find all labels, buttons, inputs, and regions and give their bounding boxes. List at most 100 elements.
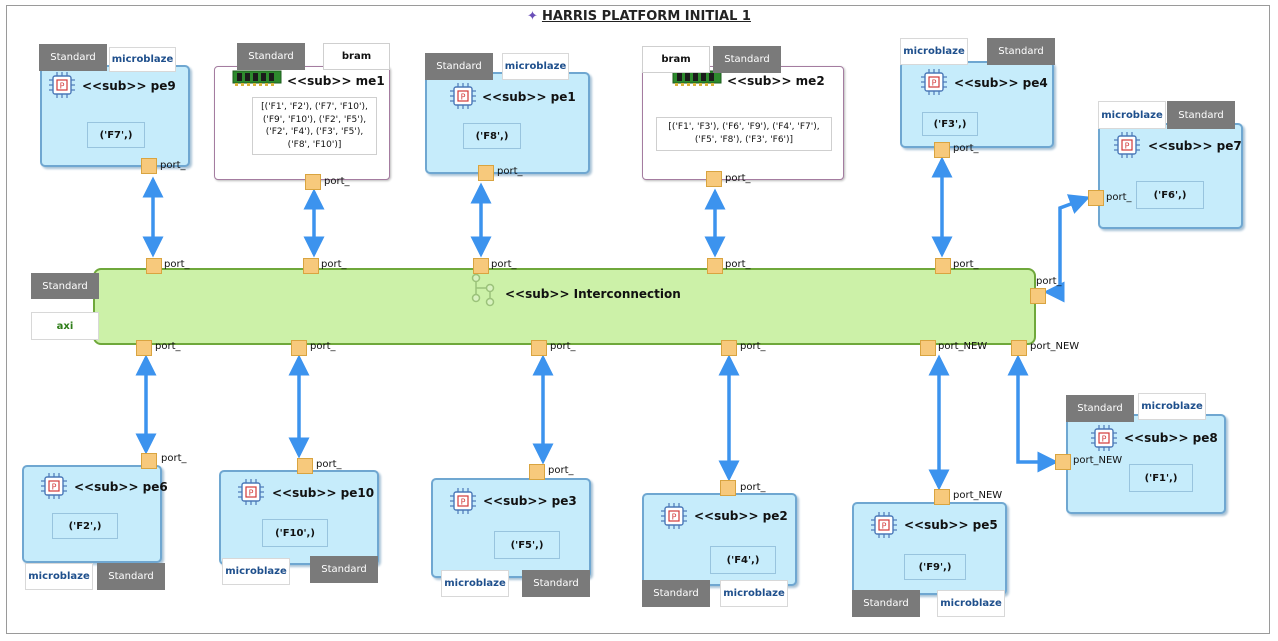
diagram-frame bbox=[6, 5, 1270, 634]
pe7-port[interactable] bbox=[1088, 190, 1104, 206]
pe3-function-list: ('F5',) bbox=[494, 531, 560, 559]
pe6-port-label: port_ bbox=[161, 453, 187, 464]
pe7-microblaze-tag: microblaze bbox=[1098, 101, 1166, 129]
processor-chip-icon: P bbox=[450, 83, 476, 109]
me2-mapping-line: ('F5', 'F8'), ('F3', 'F6')] bbox=[694, 134, 794, 145]
bus-port-top-1[interactable] bbox=[146, 258, 162, 274]
pe10-port[interactable] bbox=[297, 458, 313, 474]
me2-name: <<sub>> me2 bbox=[727, 74, 825, 88]
interconnection-axi-tag: axi bbox=[31, 312, 99, 340]
bus-port-label: port_ bbox=[310, 341, 336, 352]
me1-mapping-line: [('F1', 'F2'), ('F7', 'F10'), bbox=[261, 102, 368, 112]
me1-name: <<sub>> me1 bbox=[287, 74, 385, 88]
svg-text:P: P bbox=[1102, 435, 1107, 444]
pe6-function-list: ('F2',) bbox=[52, 513, 118, 539]
pe5-port-new-label: port_NEW bbox=[953, 490, 1003, 501]
me2-mapping-line: [('F1', 'F3'), ('F6', 'F9'), ('F4', 'F7'… bbox=[668, 122, 820, 132]
processor-chip-icon: P bbox=[871, 512, 897, 538]
pe5-function-list: ('F9',) bbox=[904, 554, 966, 580]
pe2-port[interactable] bbox=[720, 480, 736, 496]
interconnection-name: <<sub>> Interconnection bbox=[505, 287, 681, 301]
svg-text:P: P bbox=[882, 522, 887, 531]
diagram-title: ✦HARRIS PLATFORM INITIAL 1 bbox=[0, 9, 1278, 24]
interconnection-standard-tag: Standard bbox=[31, 273, 99, 299]
me2-port-label: port_ bbox=[725, 173, 751, 184]
bus-port-label: port_ bbox=[491, 259, 517, 270]
bus-port-bottom-3[interactable] bbox=[531, 340, 547, 356]
processor-chip-icon: P bbox=[1114, 132, 1140, 158]
me2-bram-tag: bram bbox=[642, 46, 710, 73]
pe1-function-list: ('F8',) bbox=[463, 123, 521, 149]
pe5-microblaze-tag: microblaze bbox=[937, 590, 1005, 617]
bus-port-bottom-4[interactable] bbox=[721, 340, 737, 356]
pe10-port-label: port_ bbox=[316, 459, 342, 470]
pe4-standard-tag: Standard bbox=[987, 38, 1055, 65]
bus-port-bottom-1[interactable] bbox=[136, 340, 152, 356]
pe7-standard-tag: Standard bbox=[1167, 101, 1235, 129]
pe2-name: <<sub>> pe2 bbox=[694, 509, 788, 523]
pe9-standard-tag: Standard bbox=[39, 44, 107, 71]
me1-bram-tag: bram bbox=[323, 43, 390, 70]
pe5-standard-tag: Standard bbox=[852, 590, 920, 617]
bus-port-label: port_ bbox=[550, 341, 576, 352]
pe5-port[interactable] bbox=[934, 489, 950, 505]
processor-chip-icon: P bbox=[1091, 425, 1117, 451]
bus-port-right[interactable] bbox=[1030, 288, 1046, 304]
bus-port-label: port_ bbox=[740, 341, 766, 352]
pe6-name: <<sub>> pe6 bbox=[74, 480, 168, 494]
pe1-standard-tag: Standard bbox=[425, 53, 493, 80]
pe5-name: <<sub>> pe5 bbox=[904, 518, 998, 532]
bus-port-new-label: port_NEW bbox=[1030, 341, 1080, 352]
pe8-port[interactable] bbox=[1055, 454, 1071, 470]
pe4-function-list: ('F3',) bbox=[922, 112, 978, 136]
diamond-star-icon: ✦ bbox=[527, 9, 538, 24]
pe8-name: <<sub>> pe8 bbox=[1124, 431, 1218, 445]
pe9-port[interactable] bbox=[141, 158, 157, 174]
pe10-name: <<sub>> pe10 bbox=[272, 486, 375, 500]
svg-text:P: P bbox=[461, 498, 466, 507]
pe3-microblaze-tag: microblaze bbox=[441, 570, 509, 597]
pe3-name: <<sub>> pe3 bbox=[483, 494, 577, 508]
pe7-port-label: port_ bbox=[1106, 192, 1132, 203]
pe4-name: <<sub>> pe4 bbox=[954, 76, 1048, 90]
bus-port-label: port_ bbox=[164, 259, 190, 270]
pe2-standard-tag: Standard bbox=[642, 580, 710, 607]
me2-port[interactable] bbox=[706, 171, 722, 187]
pe2-function-list: ('F4',) bbox=[710, 546, 776, 574]
bus-port-top-2[interactable] bbox=[303, 258, 319, 274]
pe4-port[interactable] bbox=[934, 142, 950, 158]
pe9-port-label: port_ bbox=[160, 160, 186, 171]
pe3-standard-tag: Standard bbox=[522, 570, 590, 597]
interconnection-bus[interactable] bbox=[93, 268, 1036, 345]
processor-chip-icon: P bbox=[661, 503, 687, 529]
pe6-standard-tag: Standard bbox=[97, 563, 165, 590]
bus-port-label: port_ bbox=[155, 341, 181, 352]
pe2-port-label: port_ bbox=[740, 482, 766, 493]
pe6-port[interactable] bbox=[141, 453, 157, 469]
me1-standard-tag: Standard bbox=[237, 43, 305, 70]
bus-port-label: port_ bbox=[725, 259, 751, 270]
bus-port-top-5[interactable] bbox=[935, 258, 951, 274]
pe3-port[interactable] bbox=[529, 464, 545, 480]
bus-port-top-3[interactable] bbox=[473, 258, 489, 274]
pe1-port[interactable] bbox=[478, 165, 494, 181]
link-pe8 bbox=[1007, 354, 1059, 473]
pe8-microblaze-tag: microblaze bbox=[1138, 393, 1206, 420]
bus-port-bottom-5[interactable] bbox=[920, 340, 936, 356]
bus-port-top-4[interactable] bbox=[707, 258, 723, 274]
me1-mapping-line: ('F2', 'F4'), ('F3', 'F5'), bbox=[265, 127, 364, 137]
bus-port-bottom-6[interactable] bbox=[1011, 340, 1027, 356]
processor-chip-icon: P bbox=[49, 72, 75, 98]
ram-module-icon bbox=[232, 70, 282, 86]
svg-text:P: P bbox=[1125, 142, 1130, 151]
pe1-microblaze-tag: microblaze bbox=[502, 53, 569, 80]
bus-port-new-label: port_NEW bbox=[938, 341, 988, 352]
pe10-standard-tag: Standard bbox=[310, 556, 378, 583]
pe9-name: <<sub>> pe9 bbox=[82, 79, 176, 93]
me2-standard-tag: Standard bbox=[713, 46, 781, 73]
me1-mapping: [('F1', 'F2'), ('F7', 'F10'), ('F9', 'F1… bbox=[252, 97, 377, 155]
processor-chip-icon: P bbox=[450, 488, 476, 514]
me1-port[interactable] bbox=[305, 174, 321, 190]
processor-chip-icon: P bbox=[921, 69, 947, 95]
bus-port-bottom-2[interactable] bbox=[291, 340, 307, 356]
